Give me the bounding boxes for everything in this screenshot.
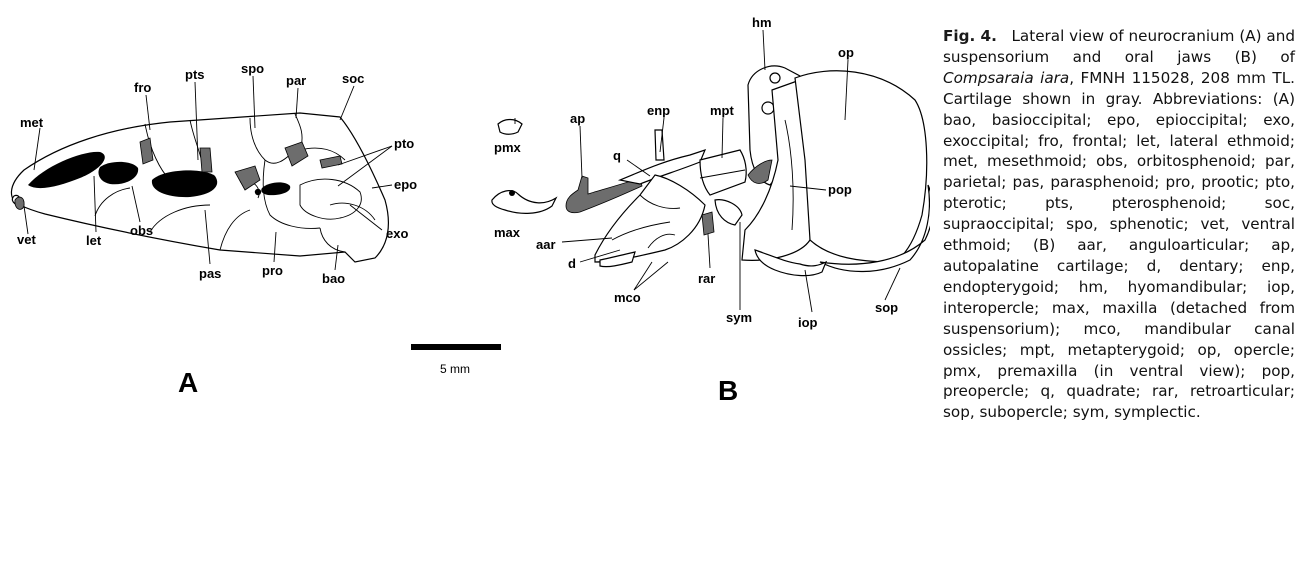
label-iop: iop [798,315,818,330]
label-ap: ap [570,111,585,126]
label-epo: epo [394,177,417,192]
label-aar: aar [536,237,556,252]
label-max: max [494,225,521,240]
label-bao: bao [322,271,345,286]
label-q: q [613,148,621,163]
label-sop: sop [875,300,898,315]
label-rar: rar [698,271,715,286]
scale-bar-label: 5 mm [440,362,470,376]
label-mco: mco [614,290,641,305]
caption-fig-label: Fig. 4. [943,27,997,45]
label-sym: sym [726,310,752,325]
label-hm: hm [752,15,772,30]
neurocranium-drawing: met fro pts spo par soc pto epo exo bao … [10,61,417,398]
label-soc: soc [342,71,364,86]
panel-letter-a: A [178,367,198,398]
label-obs: obs [130,223,153,238]
caption-species-name: Compsaraia iara [943,68,1070,87]
suspensorium-drawing: hm op pmx ap enp mpt q pop max aar d mco… [491,15,930,406]
figure-drawing: met fro pts spo par soc pto epo exo bao … [10,15,930,406]
label-pop: pop [828,182,852,197]
label-met: met [20,115,44,130]
label-d: d [568,256,576,271]
label-pro: pro [262,263,283,278]
scale-bar: 5 mm [411,344,501,376]
figure-caption: Fig. 4. Lateral view of neurocranium (A)… [943,26,1295,423]
label-pts: pts [185,67,205,82]
label-let: let [86,233,102,248]
label-par: par [286,73,306,88]
label-pto: pto [394,136,414,151]
label-fro: fro [134,80,151,95]
label-op: op [838,45,854,60]
label-vet: vet [17,232,36,247]
panel-letter-b: B [718,375,738,406]
caption-text-intro: Lateral view of neurocranium (A) and sus… [943,27,1295,66]
label-spo: spo [241,61,264,76]
label-pmx: pmx [494,140,522,155]
label-mpt: mpt [710,103,735,118]
label-exo: exo [386,226,408,241]
label-pas: pas [199,266,221,281]
caption-text-body: , FMNH 115028, 208 mm TL. Cartilage show… [943,68,1295,422]
label-enp: enp [647,103,670,118]
